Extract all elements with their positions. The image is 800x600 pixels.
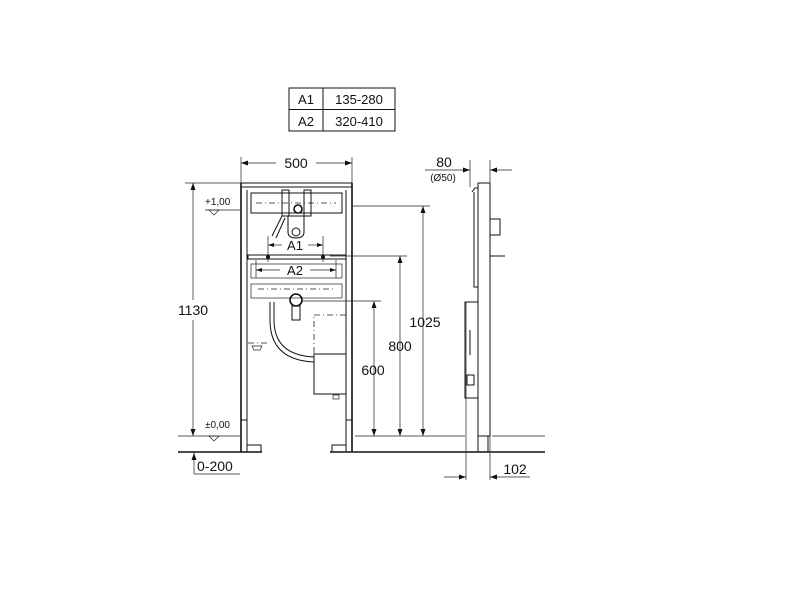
bottom-dimension: 102 xyxy=(503,461,527,477)
dimension-1025: 1025 xyxy=(409,314,440,330)
floor-adjust-dimension: 0-200 xyxy=(197,458,233,474)
depth-dimension: 80 xyxy=(436,154,452,170)
table-value-a2: 320-410 xyxy=(335,114,383,129)
height-dimension: 1130 xyxy=(178,302,208,318)
level-zero-label: ±0,00 xyxy=(205,420,230,431)
table-label-a2: A2 xyxy=(298,114,314,129)
floor-lines xyxy=(178,435,545,453)
a1-dimension: A1 xyxy=(287,238,303,253)
dimension-800: 800 xyxy=(388,338,412,354)
level-top-label: +1,00 xyxy=(205,197,231,208)
a2-dimension: A2 xyxy=(287,263,303,278)
pipe-diameter-dimension: (Ø50) xyxy=(430,173,456,184)
dimension-600: 600 xyxy=(361,362,385,378)
dimension-table: A1 135-280 A2 320-410 xyxy=(288,87,396,132)
front-dimensions: 500 1130 +1,00 ±0,00 0-200 A1 A2 1025 xyxy=(178,155,441,475)
front-view-frame xyxy=(240,182,353,453)
table-value-a1: 135-280 xyxy=(335,92,383,107)
width-dimension: 500 xyxy=(284,155,308,171)
side-view: 80 (Ø50) 102 xyxy=(425,154,530,480)
table-label-a1: A1 xyxy=(298,92,314,107)
